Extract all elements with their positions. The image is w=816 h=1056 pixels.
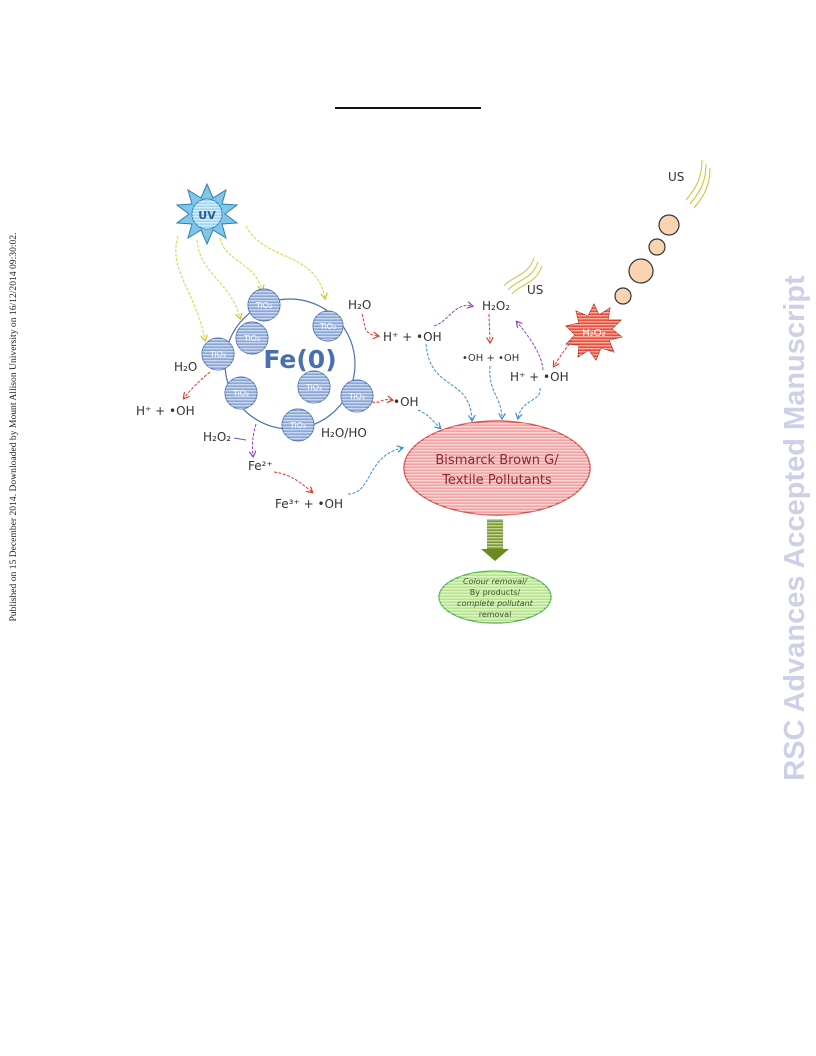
svg-text:TiO₂: TiO₂ <box>348 392 365 401</box>
fe-core-label: Fe(0) <box>263 345 336 374</box>
us-mid-label: US <box>527 283 543 297</box>
target-label-line1: Bismarck Brown G/ <box>435 453 559 468</box>
oh-oh-label: •OH + •OH <box>462 353 519 364</box>
target-pollutant-node: Bismarck Brown G/ Textile Pollutants <box>403 420 591 516</box>
svg-text:H₂O₂: H₂O₂ <box>582 328 605 339</box>
product-label-line4: removal <box>479 610 512 619</box>
ultrasound-wave-icon <box>685 159 711 209</box>
tio2-particle: TiO₂ <box>281 408 315 442</box>
h2o-ho-label: H₂O/HO <box>321 426 367 440</box>
tio2-particle: TiO₂ <box>297 370 331 404</box>
svg-text:TiO₂: TiO₂ <box>209 350 226 359</box>
h-oh-left-label: H⁺ + •OH <box>136 404 195 418</box>
svg-text:TiO₂: TiO₂ <box>289 421 306 430</box>
oh-bottom-label: •OH <box>393 395 419 409</box>
down-arrow-icon <box>481 519 509 561</box>
h-oh-mid-label: H⁺ + •OH <box>383 330 442 344</box>
ultrasound-wave-icon <box>503 257 543 295</box>
tio2-particle: TiO₂ <box>224 376 258 410</box>
product-node: Colour removal/ By products/ complete po… <box>438 570 552 624</box>
h2o-top-label: H₂O <box>348 298 371 312</box>
svg-text:TiO₂: TiO₂ <box>232 389 249 398</box>
h2o2-mid-label: H₂O₂ <box>482 299 510 313</box>
product-label-line3: complete pollutant <box>457 599 534 608</box>
tio2-particle: TiO₂ <box>247 288 281 322</box>
cavitation-bubble-icon <box>614 214 680 305</box>
fe2-label: Fe²⁺ <box>248 459 273 473</box>
h2o2-bottom-label: H₂O₂ <box>203 430 231 444</box>
tio2-particle: TiO₂ <box>340 379 374 413</box>
product-label-line2: By products/ <box>470 588 521 597</box>
uv-sun-icon: UV <box>175 182 239 246</box>
svg-text:TiO₂: TiO₂ <box>255 301 272 310</box>
us-top-label: US <box>668 170 684 184</box>
header-rule <box>335 107 481 109</box>
h2o-left-label: H₂O <box>174 360 197 374</box>
svg-text:TiO₂: TiO₂ <box>243 334 260 343</box>
radical-attack-arrows <box>347 343 541 495</box>
product-label-line1: Colour removal/ <box>463 577 528 586</box>
tio2-particle: TiO₂ <box>235 321 269 355</box>
svg-text:TiO₂: TiO₂ <box>305 383 322 392</box>
svg-text:TiO₂: TiO₂ <box>319 322 336 331</box>
uv-label: UV <box>198 209 216 222</box>
fe3-oh-label: Fe³⁺ + •OH <box>275 497 343 511</box>
target-label-line2: Textile Pollutants <box>441 473 552 488</box>
tio2-particle: TiO₂ <box>201 337 235 371</box>
tio2-particle: TiO₂ <box>312 310 344 342</box>
h2o2-burst-icon: H₂O₂ <box>565 303 623 361</box>
uv-arrows <box>175 225 325 340</box>
h-oh-right-label: H⁺ + •OH <box>510 370 569 384</box>
